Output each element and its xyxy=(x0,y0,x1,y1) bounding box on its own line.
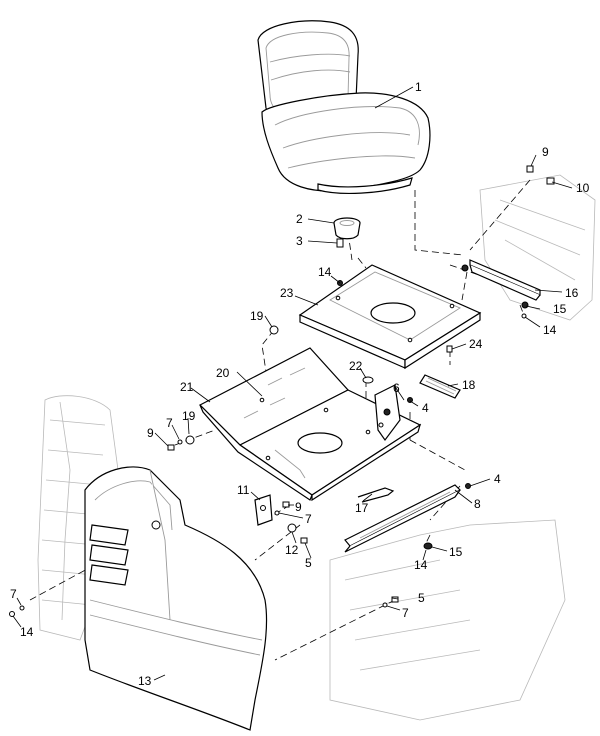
callout-7d: 7 xyxy=(10,587,17,601)
callout-6: 6 xyxy=(393,381,400,395)
seat xyxy=(257,20,431,195)
seat-rail xyxy=(469,259,541,301)
callout-4b: 4 xyxy=(494,472,501,486)
callout-12: 12 xyxy=(285,543,299,557)
callout-24: 24 xyxy=(469,337,483,351)
seat-pan xyxy=(298,264,482,370)
callout-4a: 4 xyxy=(422,401,429,415)
callout-13: 13 xyxy=(138,674,152,688)
prop-rod xyxy=(357,487,395,503)
callout-7a: 7 xyxy=(166,416,173,430)
callout-14a: 14 xyxy=(318,265,332,279)
callout-20: 20 xyxy=(216,366,230,380)
callout-7b: 7 xyxy=(305,512,312,526)
callout-18: 18 xyxy=(462,378,476,392)
callout-15b: 15 xyxy=(449,545,463,559)
callout-5b: 5 xyxy=(418,591,425,605)
callout-14c: 14 xyxy=(414,558,428,572)
fender-panel xyxy=(84,466,268,731)
callout-8: 8 xyxy=(474,497,481,511)
callout-5a: 5 xyxy=(305,556,312,570)
latch-bracket xyxy=(374,384,401,442)
callout-22: 22 xyxy=(349,359,363,373)
seat-support-pan xyxy=(198,347,422,502)
right-fender-ghost xyxy=(329,174,596,721)
side-bracket xyxy=(254,494,273,526)
callout-17: 17 xyxy=(355,501,369,515)
rubber-bumper xyxy=(419,374,461,399)
callout-9c: 9 xyxy=(295,500,302,514)
callout-19a: 19 xyxy=(250,309,264,323)
callout-14b: 14 xyxy=(543,323,557,337)
left-fender-ghost xyxy=(37,395,119,641)
callout-15a: 15 xyxy=(553,302,567,316)
callout-10: 10 xyxy=(576,181,590,195)
hardware xyxy=(9,165,555,617)
screw-3 xyxy=(336,238,344,248)
adjuster-knob xyxy=(333,217,361,240)
callout-16: 16 xyxy=(565,286,579,300)
callout-2: 2 xyxy=(296,212,303,226)
callout-23: 23 xyxy=(280,286,294,300)
callout-11: 11 xyxy=(237,483,250,497)
callout-9a: 9 xyxy=(542,145,549,159)
callout-3: 3 xyxy=(296,234,303,248)
callout-labels: 1 2 3 9 10 14 23 19 16 15 14 24 22 20 21… xyxy=(10,80,590,688)
callout-21: 21 xyxy=(180,380,194,394)
callout-9b: 9 xyxy=(147,426,154,440)
callout-19b: 19 xyxy=(182,409,196,423)
hinge xyxy=(344,484,462,553)
callout-1: 1 xyxy=(415,80,422,94)
leader-lines xyxy=(12,86,573,681)
callout-7c: 7 xyxy=(402,606,409,620)
callout-14d: 14 xyxy=(20,625,34,639)
